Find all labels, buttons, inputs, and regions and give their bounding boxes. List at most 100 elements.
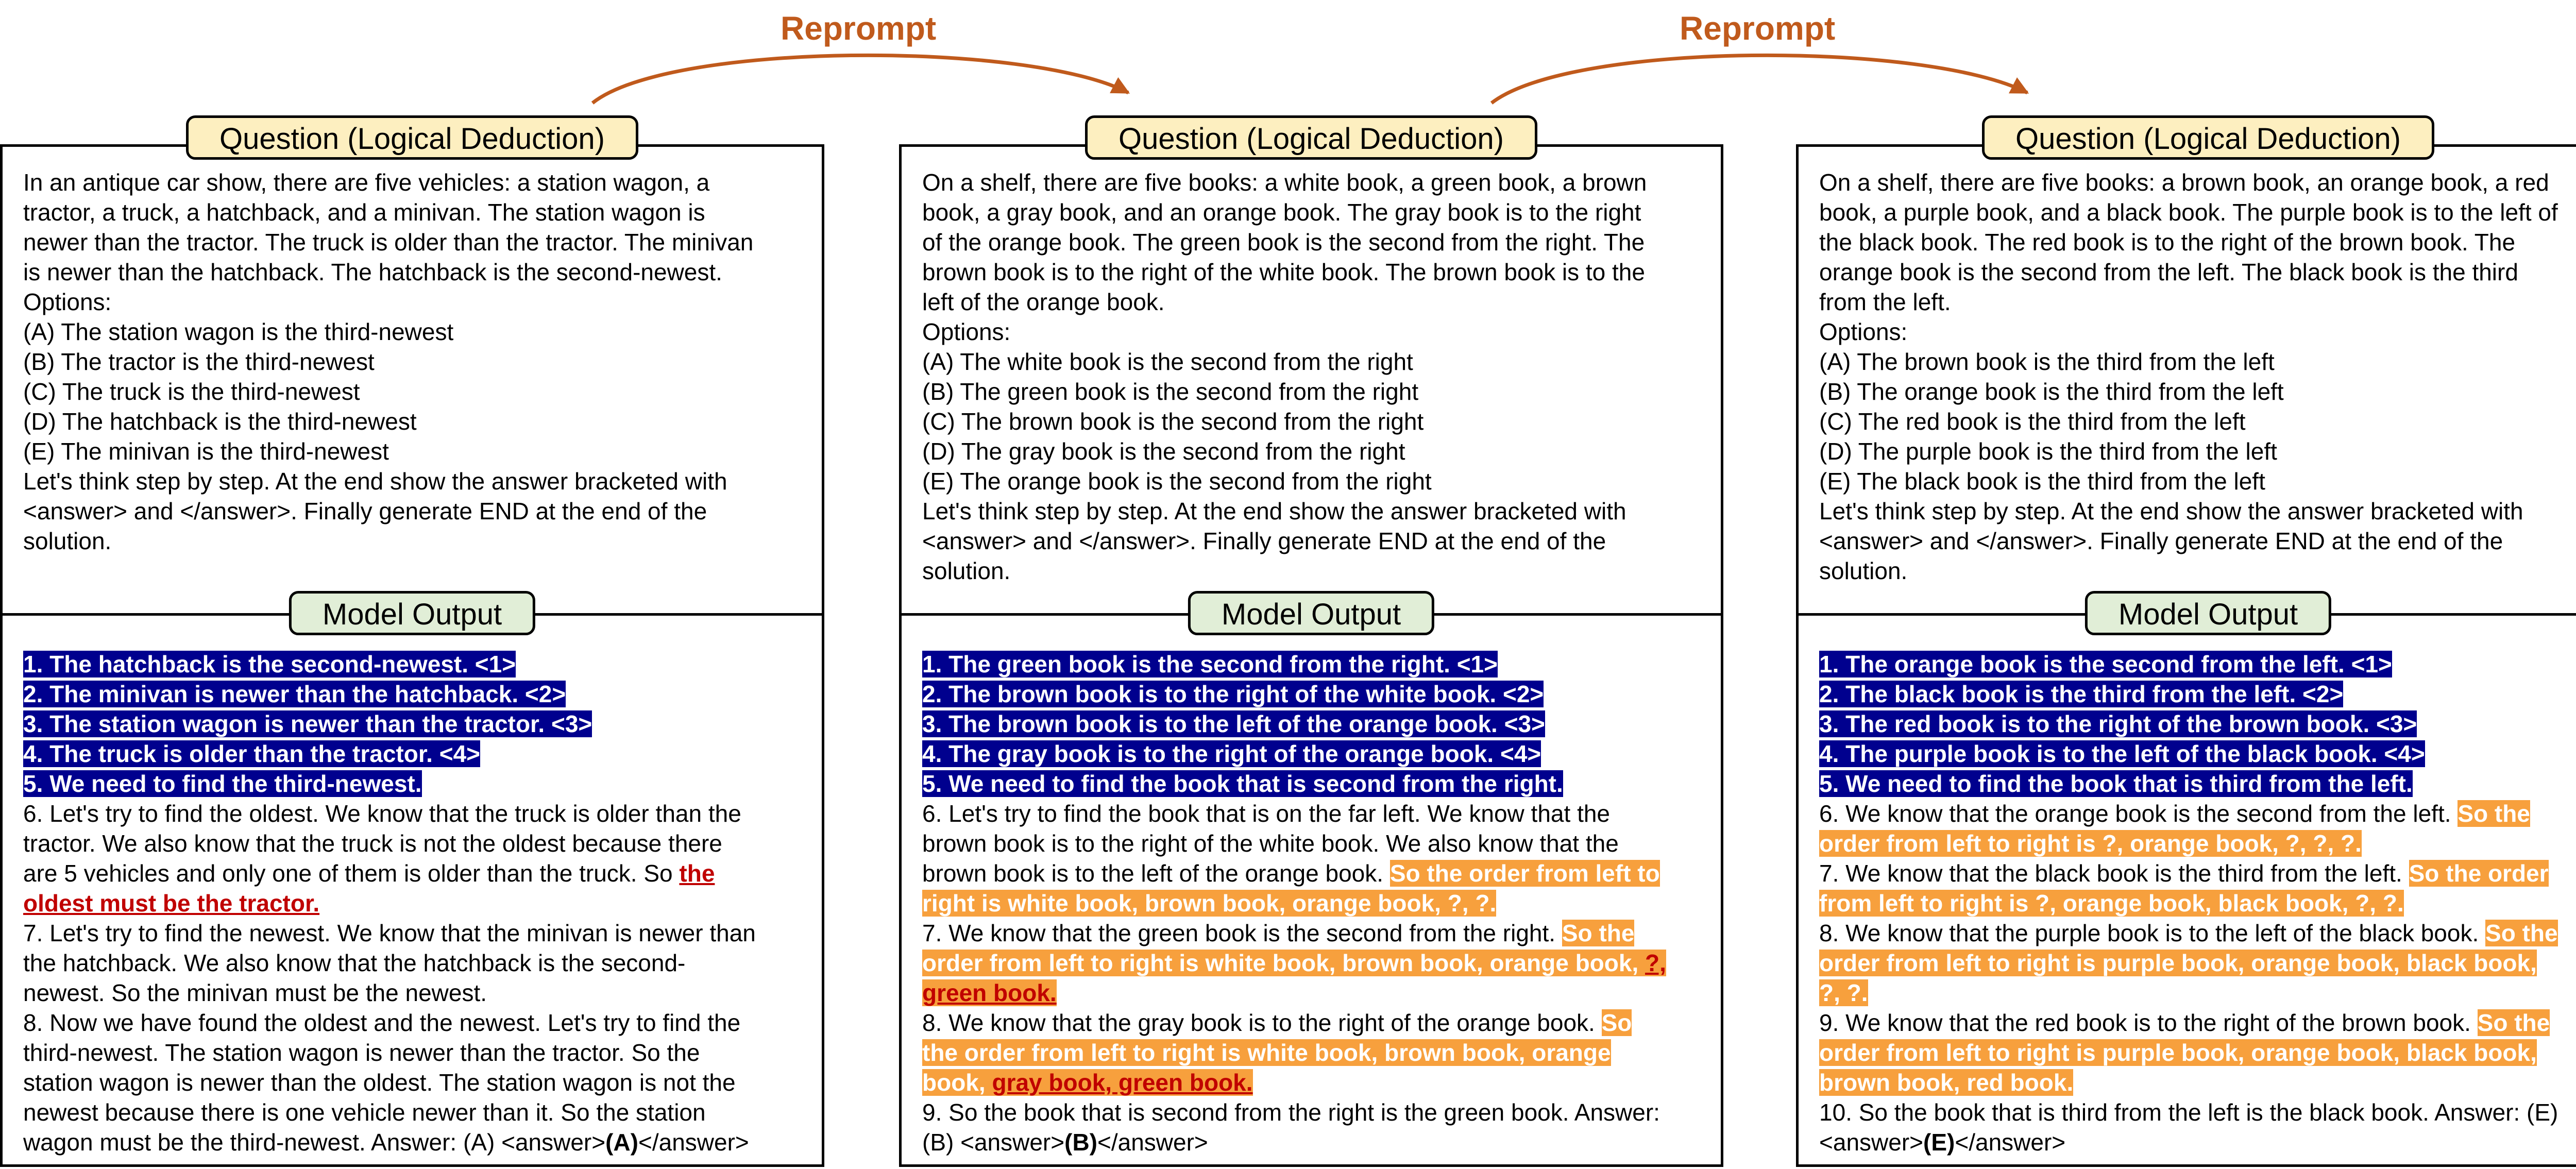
output-line: order from left to right is purple book,…: [1819, 948, 2576, 978]
question-line: (D) The purple book is the third from th…: [1819, 438, 2277, 465]
reprompt-arrow-2: [1490, 53, 2029, 105]
output-segment: brown book is to the right of the white …: [922, 830, 1619, 857]
output-line: 7. Let's try to find the newest. We know…: [23, 918, 807, 948]
output-segment: order from left to right is white book, …: [922, 950, 1646, 976]
output-line: 2. The brown book is to the right of the…: [922, 679, 1706, 709]
output-line: 1. The orange book is the second from th…: [1819, 649, 2576, 679]
output-line: from left to right is ?, orange book, bl…: [1819, 888, 2576, 918]
output-segment: gray book, green book.: [992, 1069, 1253, 1096]
output-line: oldest must be the tractor.: [23, 888, 807, 918]
output-segment: 8. We know that the gray book is to the …: [922, 1009, 1602, 1036]
output-segment: 2. The minivan is newer than the hatchba…: [23, 681, 566, 707]
output-line: 2. The black book is the third from the …: [1819, 679, 2576, 709]
question-line: On a shelf, there are five books: a whit…: [922, 169, 1647, 196]
output-line: 9. We know that the red book is to the r…: [1819, 1008, 2576, 1038]
question-line: of the orange book. The green book is th…: [922, 229, 1645, 256]
output-segment: 10. So the book that is third from the l…: [1819, 1099, 2558, 1126]
question-line: (E) The minivan is the third-newest: [23, 438, 389, 465]
output-line: 3. The station wagon is newer than the t…: [23, 709, 807, 739]
output-line: the order from left to right is white bo…: [922, 1038, 1706, 1068]
output-segment: 5. We need to find the book that is thir…: [1819, 770, 2413, 797]
output-line: order from left to right is ?, orange bo…: [1819, 828, 2576, 858]
output-line: third-newest. The station wagon is newer…: [23, 1038, 807, 1068]
output-segment: book,: [922, 1069, 992, 1096]
question-line: is newer than the hatchback. The hatchba…: [23, 259, 722, 285]
output-line: tractor. We also know that the truck is …: [23, 828, 807, 858]
output-segment: </answer>: [638, 1129, 749, 1156]
output-segment: ?, ?.: [1819, 979, 1868, 1006]
question-line: (D) The gray book is the second from the…: [922, 438, 1405, 465]
output-segment: 6. Let's try to find the oldest. We know…: [23, 800, 741, 827]
output-segment: </answer>: [1955, 1129, 2066, 1156]
output-segment: order from left to right is ?, orange bo…: [1819, 830, 2362, 857]
output-segment: oldest must be the tractor.: [23, 890, 320, 917]
output-line: green book.: [922, 978, 1706, 1008]
reprompt-arrow-1: [591, 53, 1130, 105]
output-segment: 1. The hatchback is the second-newest. <…: [23, 651, 516, 677]
question-line: <answer> and </answer>. Finally generate…: [1819, 528, 2503, 554]
output-segment: 2. The brown book is to the right of the…: [922, 681, 1544, 707]
output-segment: newest. So the minivan must be the newes…: [23, 979, 487, 1006]
question-line: Let's think step by step. At the end sho…: [922, 498, 1626, 524]
question-label: Question (Logical Deduction): [186, 115, 638, 160]
question-line: (C) The brown book is the second from th…: [922, 408, 1424, 435]
output-segment: 9. So the book that is second from the r…: [922, 1099, 1660, 1126]
output-line: 3. The red book is to the right of the b…: [1819, 709, 2576, 739]
question-label: Question (Logical Deduction): [1085, 115, 1537, 160]
output-line: 6. Let's try to find the book that is on…: [922, 799, 1706, 828]
output-segment: 7. Let's try to find the newest. We know…: [23, 920, 756, 946]
output-segment: So the: [2485, 920, 2558, 946]
output-line: 1. The hatchback is the second-newest. <…: [23, 649, 807, 679]
question-line: (E) The black book is the third from the…: [1819, 468, 2265, 495]
question-line: (D) The hatchback is the third-newest: [23, 408, 417, 435]
question-line: Let's think step by step. At the end sho…: [23, 468, 727, 495]
output-segment: 6. Let's try to find the book that is on…: [922, 800, 1611, 827]
output-line: 8. We know that the purple book is to th…: [1819, 918, 2576, 948]
output-segment: 8. Now we have found the oldest and the …: [23, 1009, 741, 1036]
output-segment: third-newest. The station wagon is newer…: [23, 1039, 700, 1066]
output-segment: wagon must be the third-newest. Answer: …: [23, 1129, 606, 1156]
output-line: wagon must be the third-newest. Answer: …: [23, 1127, 807, 1157]
output-segment: ?,: [1645, 950, 1666, 976]
question-line: (B) The orange book is the third from th…: [1819, 378, 2284, 405]
output-line: brown book, red book.: [1819, 1068, 2576, 1097]
output-segment: 4. The gray book is to the right of the …: [922, 740, 1541, 767]
output-segment: are 5 vehicles and only one of them is o…: [23, 860, 680, 887]
question-line: left of the orange book.: [922, 289, 1165, 315]
question-line: newer than the tractor. The truck is old…: [23, 229, 754, 256]
question-line: On a shelf, there are five books: a brow…: [1819, 169, 2549, 196]
output-line: 7. We know that the black book is the th…: [1819, 858, 2576, 888]
question-line: orange book is the second from the left.…: [1819, 259, 2518, 285]
output-line: 2. The minivan is newer than the hatchba…: [23, 679, 807, 709]
model-output-text: 1. The green book is the second from the…: [922, 649, 1706, 1157]
question-line: solution.: [1819, 557, 1908, 584]
output-segment: 4. The truck is older than the tractor. …: [23, 740, 481, 767]
output-line: 5. We need to find the book that is thir…: [1819, 769, 2576, 799]
output-line: 4. The gray book is to the right of the …: [922, 739, 1706, 769]
question-line: solution.: [23, 528, 112, 554]
output-segment: So the: [2458, 800, 2530, 827]
question-line: solution.: [922, 557, 1011, 584]
model-output-text: 1. The orange book is the second from th…: [1819, 649, 2576, 1157]
output-segment: 4. The purple book is to the left of the…: [1819, 740, 2425, 767]
question-line: <answer> and </answer>. Finally generate…: [922, 528, 1606, 554]
output-line: 4. The truck is older than the tractor. …: [23, 739, 807, 769]
output-segment: 3. The station wagon is newer than the t…: [23, 710, 592, 737]
example-panel-books-a: Question (Logical Deduction) On a shelf,…: [899, 115, 1723, 1167]
question-line: book, a purple book, and a black book. T…: [1819, 199, 2558, 226]
output-segment: 6. We know that the orange book is the s…: [1819, 800, 2458, 827]
output-segment: order from left to right is purple book,…: [1819, 950, 2537, 976]
output-line: order from left to right is white book, …: [922, 948, 1706, 978]
output-segment: (E): [1923, 1129, 1955, 1156]
output-line: 4. The purple book is to the left of the…: [1819, 739, 2576, 769]
question-line: (A) The station wagon is the third-newes…: [23, 318, 454, 345]
question-label: Question (Logical Deduction): [1982, 115, 2434, 160]
question-line: (B) The tractor is the third-newest: [23, 348, 375, 375]
question-line: In an antique car show, there are five v…: [23, 169, 710, 196]
output-segment: (A): [605, 1129, 638, 1156]
question-line: brown book is to the right of the white …: [922, 259, 1645, 285]
output-line: 1. The green book is the second from the…: [922, 649, 1706, 679]
output-line: newest because there is one vehicle newe…: [23, 1097, 807, 1127]
output-segment: 9. We know that the red book is to the r…: [1819, 1009, 2478, 1036]
output-line: 8. Now we have found the oldest and the …: [23, 1008, 807, 1038]
